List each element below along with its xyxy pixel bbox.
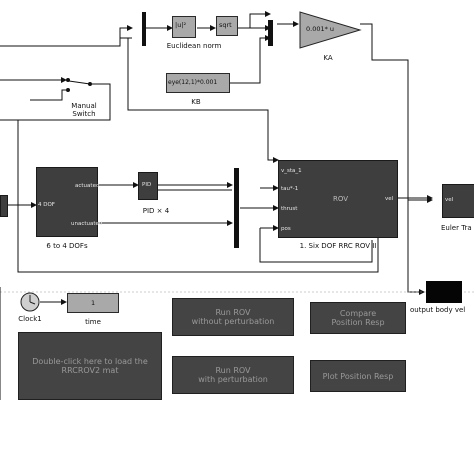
- left-input-block[interactable]: [0, 195, 8, 217]
- euclidean-norm-block[interactable]: |u|²: [172, 16, 196, 38]
- run-rov-with-perturbation-button[interactable]: Run ROV with perturbation: [172, 356, 294, 394]
- load-mat-text: Double-click here to load the RRCROV2 ma…: [32, 357, 148, 375]
- pid-label: PID × 4: [142, 207, 170, 215]
- output-body-vel-label: output body vel: [410, 306, 466, 314]
- rov-label: 1. Six DOF RRC ROV II: [299, 242, 377, 250]
- run-with-line1: Run ROV: [215, 366, 251, 375]
- rov-port-vsta: v_sta_1: [281, 168, 302, 174]
- ka-gain-text: 0.001* u: [306, 25, 335, 33]
- rov-port-tau: tau*-1: [281, 186, 299, 192]
- compare-line1: Compare: [339, 309, 377, 318]
- pid-text: PID: [142, 182, 152, 188]
- pid-controller-block[interactable]: PID: [138, 172, 158, 200]
- kb-label: KB: [191, 98, 201, 106]
- euler-transform-block[interactable]: vel: [442, 184, 474, 218]
- kb-constant-text: eye(12,1)*0.001: [168, 79, 218, 86]
- manual-switch-block[interactable]: [64, 76, 94, 94]
- ka-label: KA: [323, 54, 333, 62]
- run-without-line1: Run ROV: [215, 308, 251, 317]
- time-display-block[interactable]: 1: [67, 293, 119, 313]
- rov-port-pos: pos: [281, 226, 291, 232]
- dof-selector-block[interactable]: 4 DOF actuated unactuated: [36, 167, 102, 237]
- load-mat-button[interactable]: Double-click here to load the RRCROV2 ma…: [18, 332, 162, 400]
- euler-label: Euler Tra: [441, 224, 472, 232]
- clock-label: Clock1: [18, 315, 42, 323]
- rov-title: ROV: [333, 195, 349, 203]
- clock-block[interactable]: [20, 292, 40, 312]
- run-rov-without-perturbation-button[interactable]: Run ROV without perturbation: [172, 298, 294, 336]
- run-without-line2: without perturbation: [191, 317, 275, 326]
- plot-text: Plot Position Resp: [322, 371, 394, 381]
- compare-line2: Position Resp: [331, 318, 385, 327]
- euclidean-norm-label: Euclidean norm: [166, 42, 222, 50]
- kb-constant-block[interactable]: eye(12,1)*0.001: [166, 73, 230, 93]
- time-display-value: 1: [91, 299, 96, 307]
- dof-label: 6 to 4 DOFs: [46, 242, 88, 250]
- dof-actuated-port: actuated: [75, 183, 100, 189]
- sqrt-text: sqrt: [219, 21, 232, 29]
- run-with-line2: with perturbation: [198, 375, 268, 384]
- dof-in-port: 4 DOF: [38, 202, 55, 208]
- rov-subsystem-block[interactable]: ROV v_sta_1 tau*-1 thrust pos vel: [278, 160, 398, 238]
- manual-switch-label: Manual Switch: [71, 102, 97, 118]
- rov-port-thrust: thrust: [281, 206, 298, 212]
- sqrt-block[interactable]: sqrt: [216, 16, 238, 36]
- euler-port-vel: vel: [445, 197, 454, 203]
- compare-position-resp-button[interactable]: Compare Position Resp: [310, 302, 406, 334]
- dof-unactuated-port: unactuated: [71, 221, 103, 227]
- euclidean-norm-text: |u|²: [175, 21, 187, 29]
- ka-gain-block[interactable]: 0.001* u: [300, 12, 360, 48]
- rov-port-vel: vel: [385, 196, 394, 202]
- output-body-vel-scope[interactable]: [426, 281, 462, 303]
- time-label: time: [85, 318, 101, 326]
- plot-position-resp-button[interactable]: Plot Position Resp: [310, 360, 406, 392]
